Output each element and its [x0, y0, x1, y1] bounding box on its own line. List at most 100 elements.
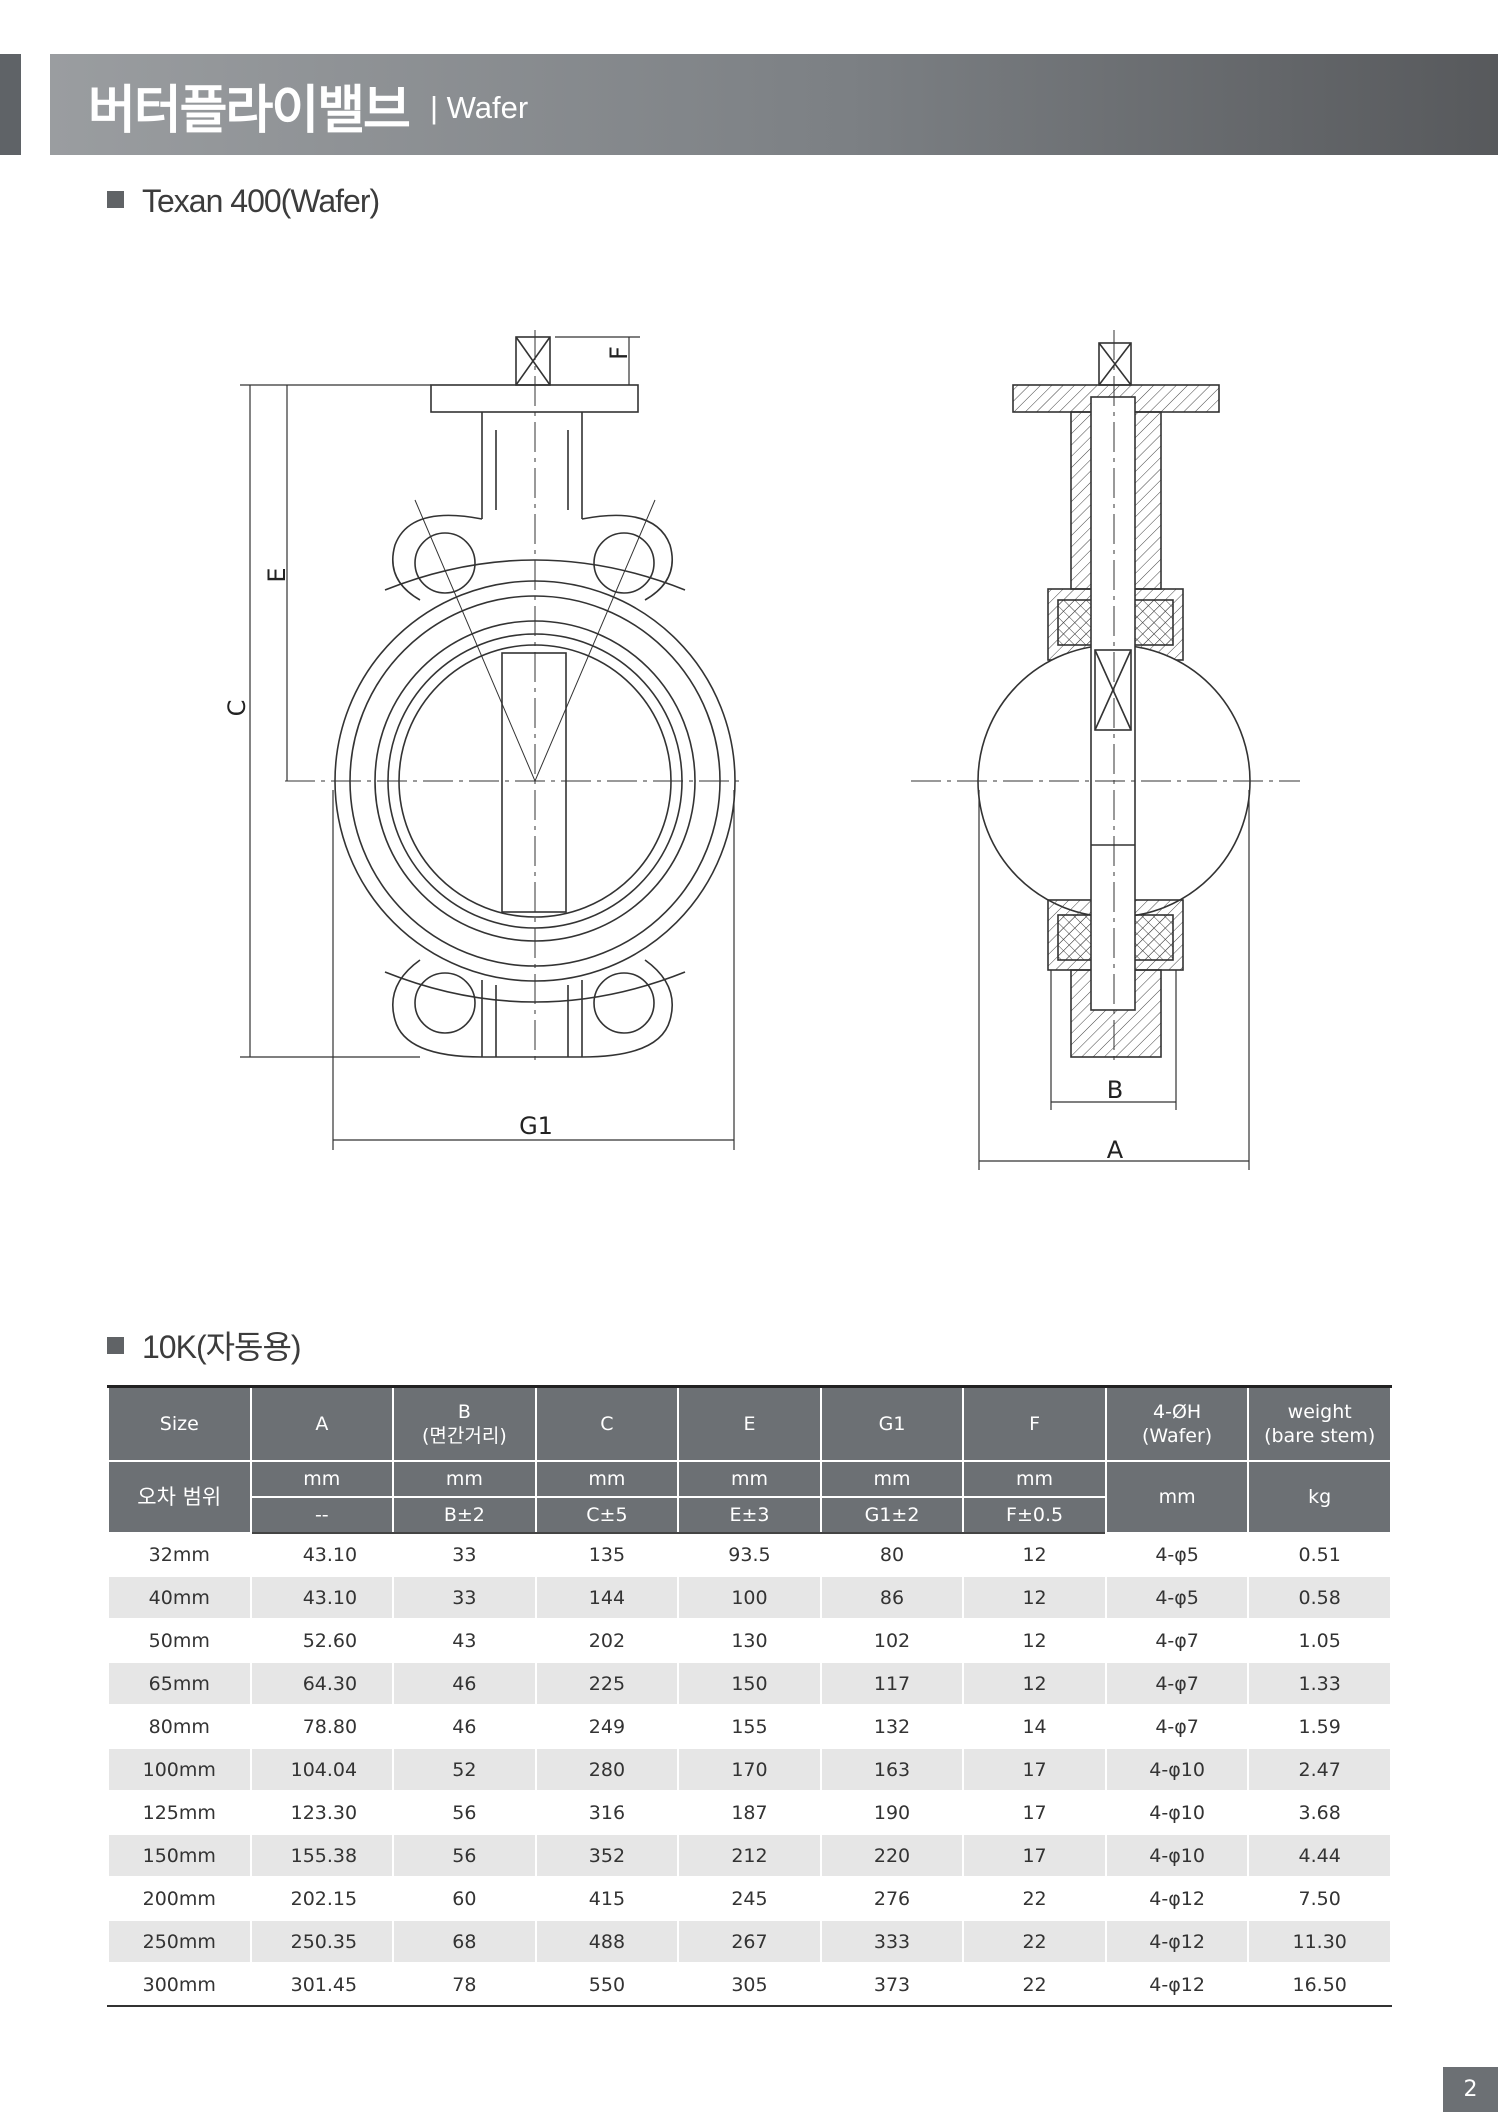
table-cell: 17 — [962, 1833, 1107, 1878]
table-cell: 100mm — [107, 1747, 252, 1792]
table-cell: 4-φ5 — [1104, 1532, 1250, 1577]
table-cell: 202.15 — [249, 1876, 395, 1921]
table-cell: 202 — [534, 1618, 680, 1663]
table-cell: 60 — [392, 1876, 537, 1921]
col-header: weight (bare stem) — [1247, 1385, 1392, 1462]
table-cell: 4-φ7 — [1104, 1618, 1250, 1663]
table-cell: 16.50 — [1247, 1962, 1392, 2007]
table-cell: 40mm — [107, 1575, 252, 1620]
table-cell: 43 — [392, 1618, 537, 1663]
table-cell: 17 — [962, 1790, 1107, 1835]
dim-label-a: A — [1107, 1136, 1124, 1164]
col-header: Size — [107, 1385, 252, 1462]
col-header: A — [249, 1385, 395, 1462]
table-cell: 43.10 — [249, 1575, 395, 1620]
table-cell: 64.30 — [249, 1661, 395, 1706]
unit-cell: mm — [677, 1460, 822, 1498]
table-cell: 150 — [677, 1661, 822, 1706]
table-cell: 56 — [392, 1790, 537, 1835]
table-cell: 123.30 — [249, 1790, 395, 1835]
table-cell: 4-φ12 — [1104, 1962, 1250, 2007]
tolerance-cell: E±3 — [677, 1496, 822, 1534]
table-cell: 100 — [677, 1575, 822, 1620]
table-cell: 80mm — [107, 1704, 252, 1749]
table-cell: 4.44 — [1247, 1833, 1392, 1878]
col-header: 4-ØH (Wafer) — [1104, 1385, 1250, 1462]
table-cell: 550 — [534, 1962, 680, 2007]
table-cell: 14 — [962, 1704, 1107, 1749]
table-cell: 4-φ10 — [1104, 1790, 1250, 1835]
unit-cell: mm — [1104, 1460, 1250, 1534]
table-cell: 12 — [962, 1575, 1107, 1620]
tolerance-cell: F±0.5 — [962, 1496, 1107, 1534]
table-cell: 11.30 — [1247, 1919, 1392, 1964]
dim-label-c: C — [223, 700, 251, 717]
table-cell: 132 — [819, 1704, 965, 1749]
bullet-square-icon — [107, 191, 124, 208]
table-title: 10K(자동용) — [142, 1329, 302, 1365]
unit-cell: kg — [1247, 1460, 1392, 1534]
table-cell: 300mm — [107, 1962, 252, 2007]
col-header: C — [534, 1385, 680, 1462]
tolerance-cell: B±2 — [392, 1496, 537, 1534]
table-cell: 301.45 — [249, 1962, 395, 2007]
table-cell: 12 — [962, 1618, 1107, 1663]
unit-cell: mm — [392, 1460, 537, 1498]
page-number: 2 — [1443, 2067, 1498, 2112]
table-cell: 415 — [534, 1876, 680, 1921]
table-cell: 250mm — [107, 1919, 252, 1964]
table-cell: 144 — [534, 1575, 680, 1620]
table-cell: 2.47 — [1247, 1747, 1392, 1792]
tolerance-cell: G1±2 — [819, 1496, 965, 1534]
table-cell: 52.60 — [249, 1618, 395, 1663]
table-cell: 43.10 — [249, 1532, 395, 1577]
table-cell: 93.5 — [677, 1532, 822, 1577]
page-title: 버터플라이밸브 — [88, 81, 411, 141]
table-cell: 1.05 — [1247, 1618, 1392, 1663]
table-cell: 4-φ7 — [1104, 1704, 1250, 1749]
product-heading: Texan 400(Wafer) — [107, 183, 380, 220]
table-cell: 17 — [962, 1747, 1107, 1792]
table-cell: 250.35 — [249, 1919, 395, 1964]
tolerance-cell: -- — [249, 1496, 395, 1534]
table-cell: 0.58 — [1247, 1575, 1392, 1620]
table-cell: 4-φ10 — [1104, 1747, 1250, 1792]
table-cell: 52 — [392, 1747, 537, 1792]
table-cell: 488 — [534, 1919, 680, 1964]
dim-label-f: F — [605, 346, 633, 360]
table-cell: 373 — [819, 1962, 965, 2007]
table-cell: 117 — [819, 1661, 965, 1706]
table-cell: 316 — [534, 1790, 680, 1835]
dim-label-g1: G1 — [519, 1112, 553, 1140]
table-cell: 32mm — [107, 1532, 252, 1577]
table-cell: 4-φ12 — [1104, 1876, 1250, 1921]
table-cell: 33 — [392, 1575, 537, 1620]
table-cell: 225 — [534, 1661, 680, 1706]
table-cell: 4-φ5 — [1104, 1575, 1250, 1620]
side-accent-block — [0, 54, 21, 155]
table-cell: 46 — [392, 1661, 537, 1706]
table-cell: 190 — [819, 1790, 965, 1835]
table-cell: 4-φ12 — [1104, 1919, 1250, 1964]
table-cell: 163 — [819, 1747, 965, 1792]
product-title: Texan 400(Wafer) — [142, 183, 380, 219]
table-cell: 249 — [534, 1704, 680, 1749]
table-cell: 125mm — [107, 1790, 252, 1835]
front-view — [240, 330, 740, 1150]
table-cell: 1.59 — [1247, 1704, 1392, 1749]
table-cell: 170 — [677, 1747, 822, 1792]
table-cell: 80 — [819, 1532, 965, 1577]
dim-label-b: B — [1107, 1076, 1123, 1104]
table-cell: 200mm — [107, 1876, 252, 1921]
table-cell: 276 — [819, 1876, 965, 1921]
page-subtitle: | Wafer — [430, 90, 529, 125]
table-cell: 305 — [677, 1962, 822, 2007]
unit-cell: mm — [534, 1460, 680, 1498]
